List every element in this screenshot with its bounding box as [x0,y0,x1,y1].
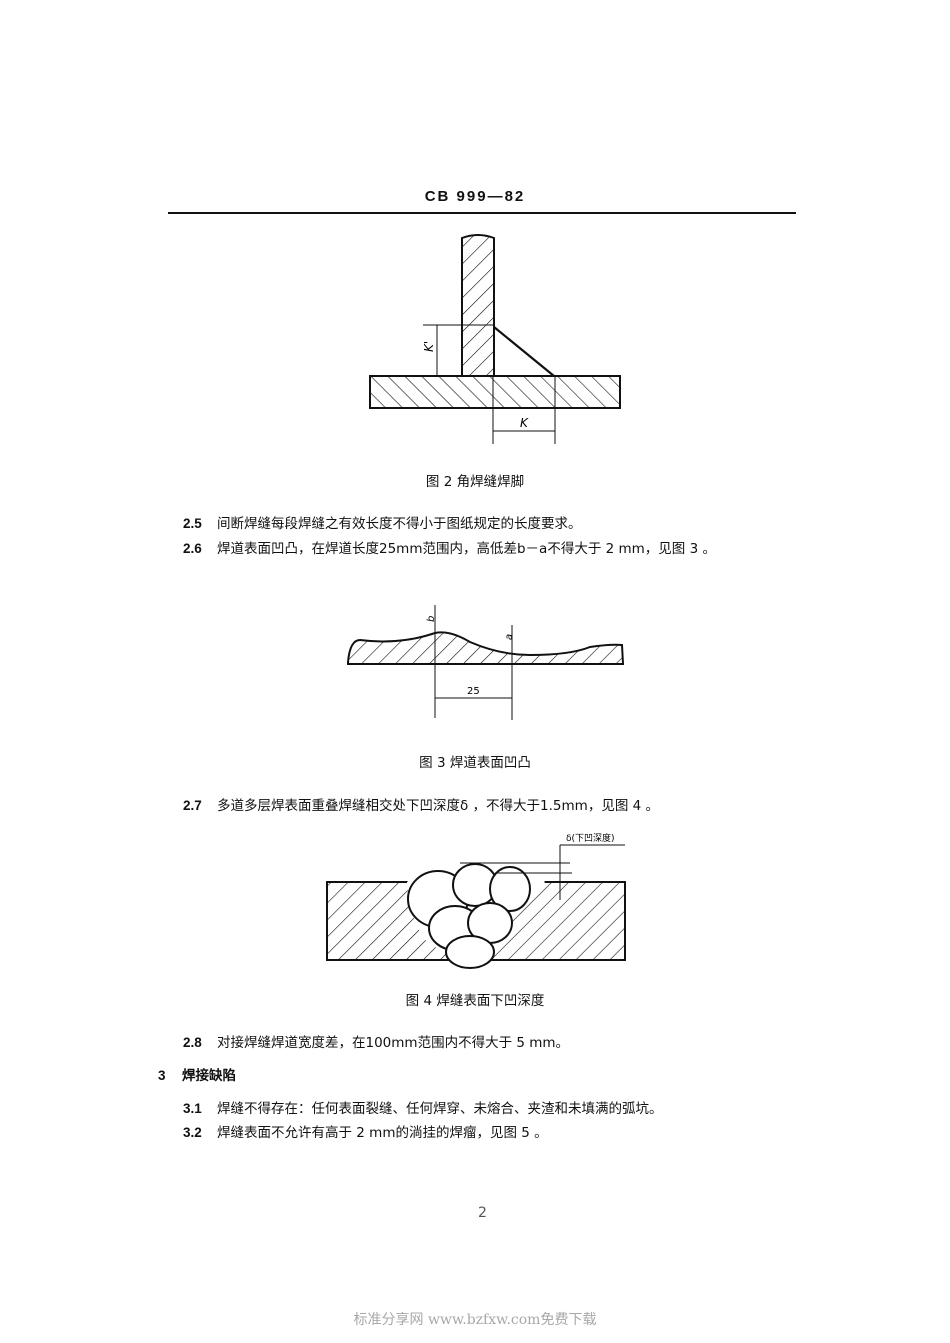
figure-3-bead-surface-diagram: b a 25 [347,605,625,720]
page-number: 2 [478,1205,487,1221]
k-label: K [520,416,529,430]
standard-code-header: CB 999—82 [424,188,526,205]
k-prime-label: K' [422,341,436,352]
figure-2-fillet-weld-diagram: K' K [369,234,621,444]
figure-3-caption: 图 3 焊道表面凹凸 [419,755,531,771]
header-rule [168,212,796,214]
figure-4-weld-depression-diagram: δ(下凹深度) [326,832,626,969]
figure-2-caption: 图 2 角焊缝焊脚 [425,474,525,490]
length-25-label: 25 [467,686,480,697]
figure-4-caption: 图 4 焊缝表面下凹深度 [405,993,545,1009]
a-label: a [504,634,515,640]
watermark: 标准分享网 www.bzfxw.com免费下载 [353,1312,597,1328]
b-label: b [426,616,437,622]
delta-depth-label: δ(下凹深度) [566,832,615,844]
